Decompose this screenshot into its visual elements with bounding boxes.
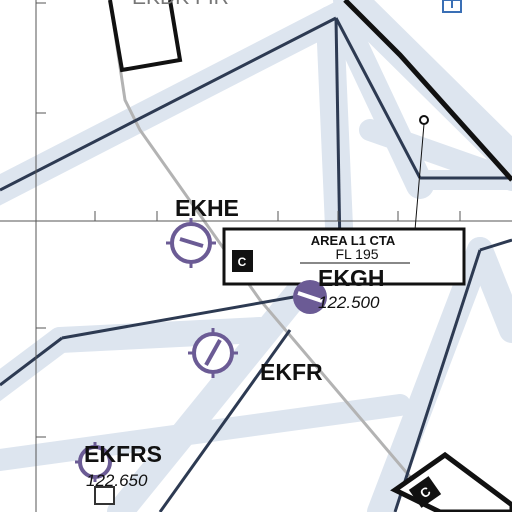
- fir-label-box: [108, 0, 183, 73]
- airspace-box[interactable]: [222, 227, 466, 286]
- airspace-class-badge-text: C: [238, 255, 247, 269]
- route-lines: [0, 16, 512, 512]
- airport-ekfrs-label: EKFRS: [84, 441, 162, 467]
- airport-ekgh-frequency: 122.500: [318, 293, 380, 312]
- airport-ekgh-icon[interactable]: [293, 280, 327, 314]
- airspace-upper-limit: FL 195: [335, 246, 378, 262]
- fir-label: EKDK FIR: [132, 0, 229, 9]
- ekfrs-small-box: [94, 486, 115, 505]
- waypoint-leader-line: [414, 123, 425, 231]
- airport-ekfrs-icon[interactable]: [75, 442, 112, 482]
- waypoint-dot[interactable]: [419, 115, 429, 125]
- airport-ekhe-label: EKHE: [175, 195, 239, 221]
- airport-ekfrs-frequency: 122.650: [86, 471, 148, 490]
- airport-ekhe-icon[interactable]: [166, 218, 216, 268]
- airspace-class-badge: [232, 250, 253, 272]
- airport-ekfr-icon[interactable]: [188, 328, 238, 378]
- airport-ekgh-label: EKGH: [318, 265, 384, 291]
- airport-ekfr-label: EKFR: [260, 359, 323, 385]
- airspace-box-lower[interactable]: C: [390, 451, 512, 512]
- airspace-boundary: [343, 0, 512, 182]
- airspace-name: AREA L1 CTA: [311, 233, 396, 248]
